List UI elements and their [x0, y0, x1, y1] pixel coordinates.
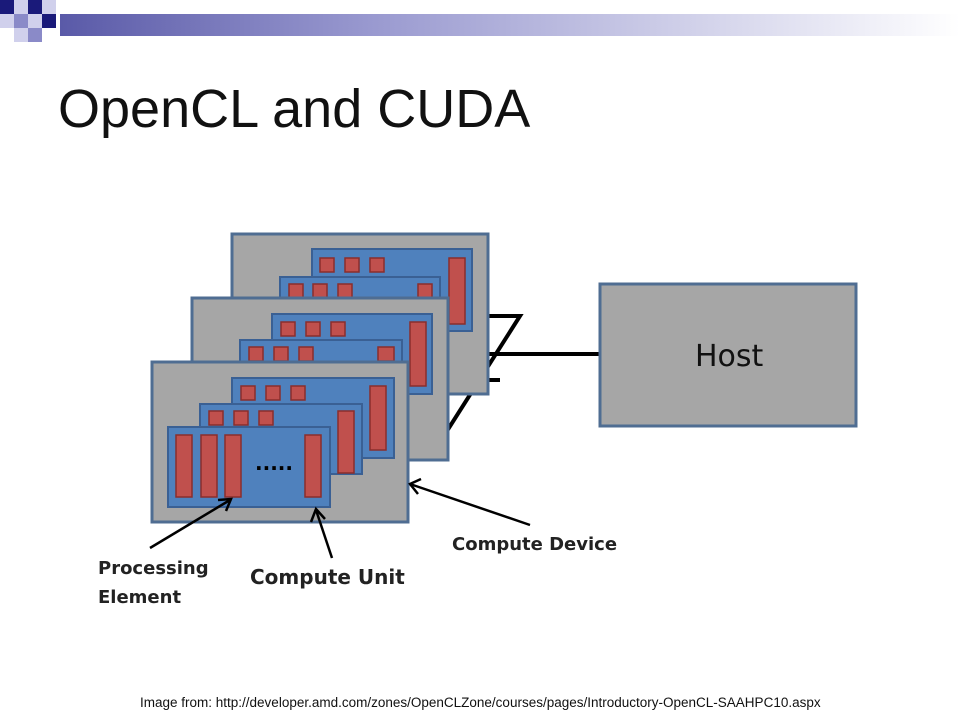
compute-device-label: Compute Device	[452, 534, 617, 555]
processing-element	[175, 434, 193, 498]
compute-unit-label: Compute Unit	[250, 565, 405, 589]
ellipsis-label: .....	[255, 451, 293, 475]
slide-title: OpenCL and CUDA	[58, 79, 531, 139]
arrow-compute-device	[409, 482, 531, 527]
compute-unit-front: .....	[167, 426, 331, 508]
host-box: Host	[598, 282, 858, 428]
processing-element	[224, 434, 242, 498]
arrowhead-icon	[217, 497, 233, 512]
arrowhead-icon	[408, 477, 422, 495]
arrowhead-icon	[309, 506, 326, 523]
annotation-arrows	[149, 477, 531, 559]
host-label: Host	[695, 339, 764, 374]
image-credit: Image from: http://developer.amd.com/zon…	[140, 695, 821, 710]
arrow-processing-element	[149, 498, 231, 550]
annotation-labels: Processing Element Compute Unit Compute …	[98, 534, 617, 608]
processing-element	[304, 434, 322, 498]
processing-element	[200, 434, 218, 498]
compute-device-front: .....	[150, 360, 410, 524]
header-decoration	[0, 0, 960, 42]
processing-element-label-line2: Element	[98, 587, 181, 608]
arrow-compute-unit	[314, 509, 334, 559]
processing-element-label-line1: Processing	[98, 558, 209, 579]
